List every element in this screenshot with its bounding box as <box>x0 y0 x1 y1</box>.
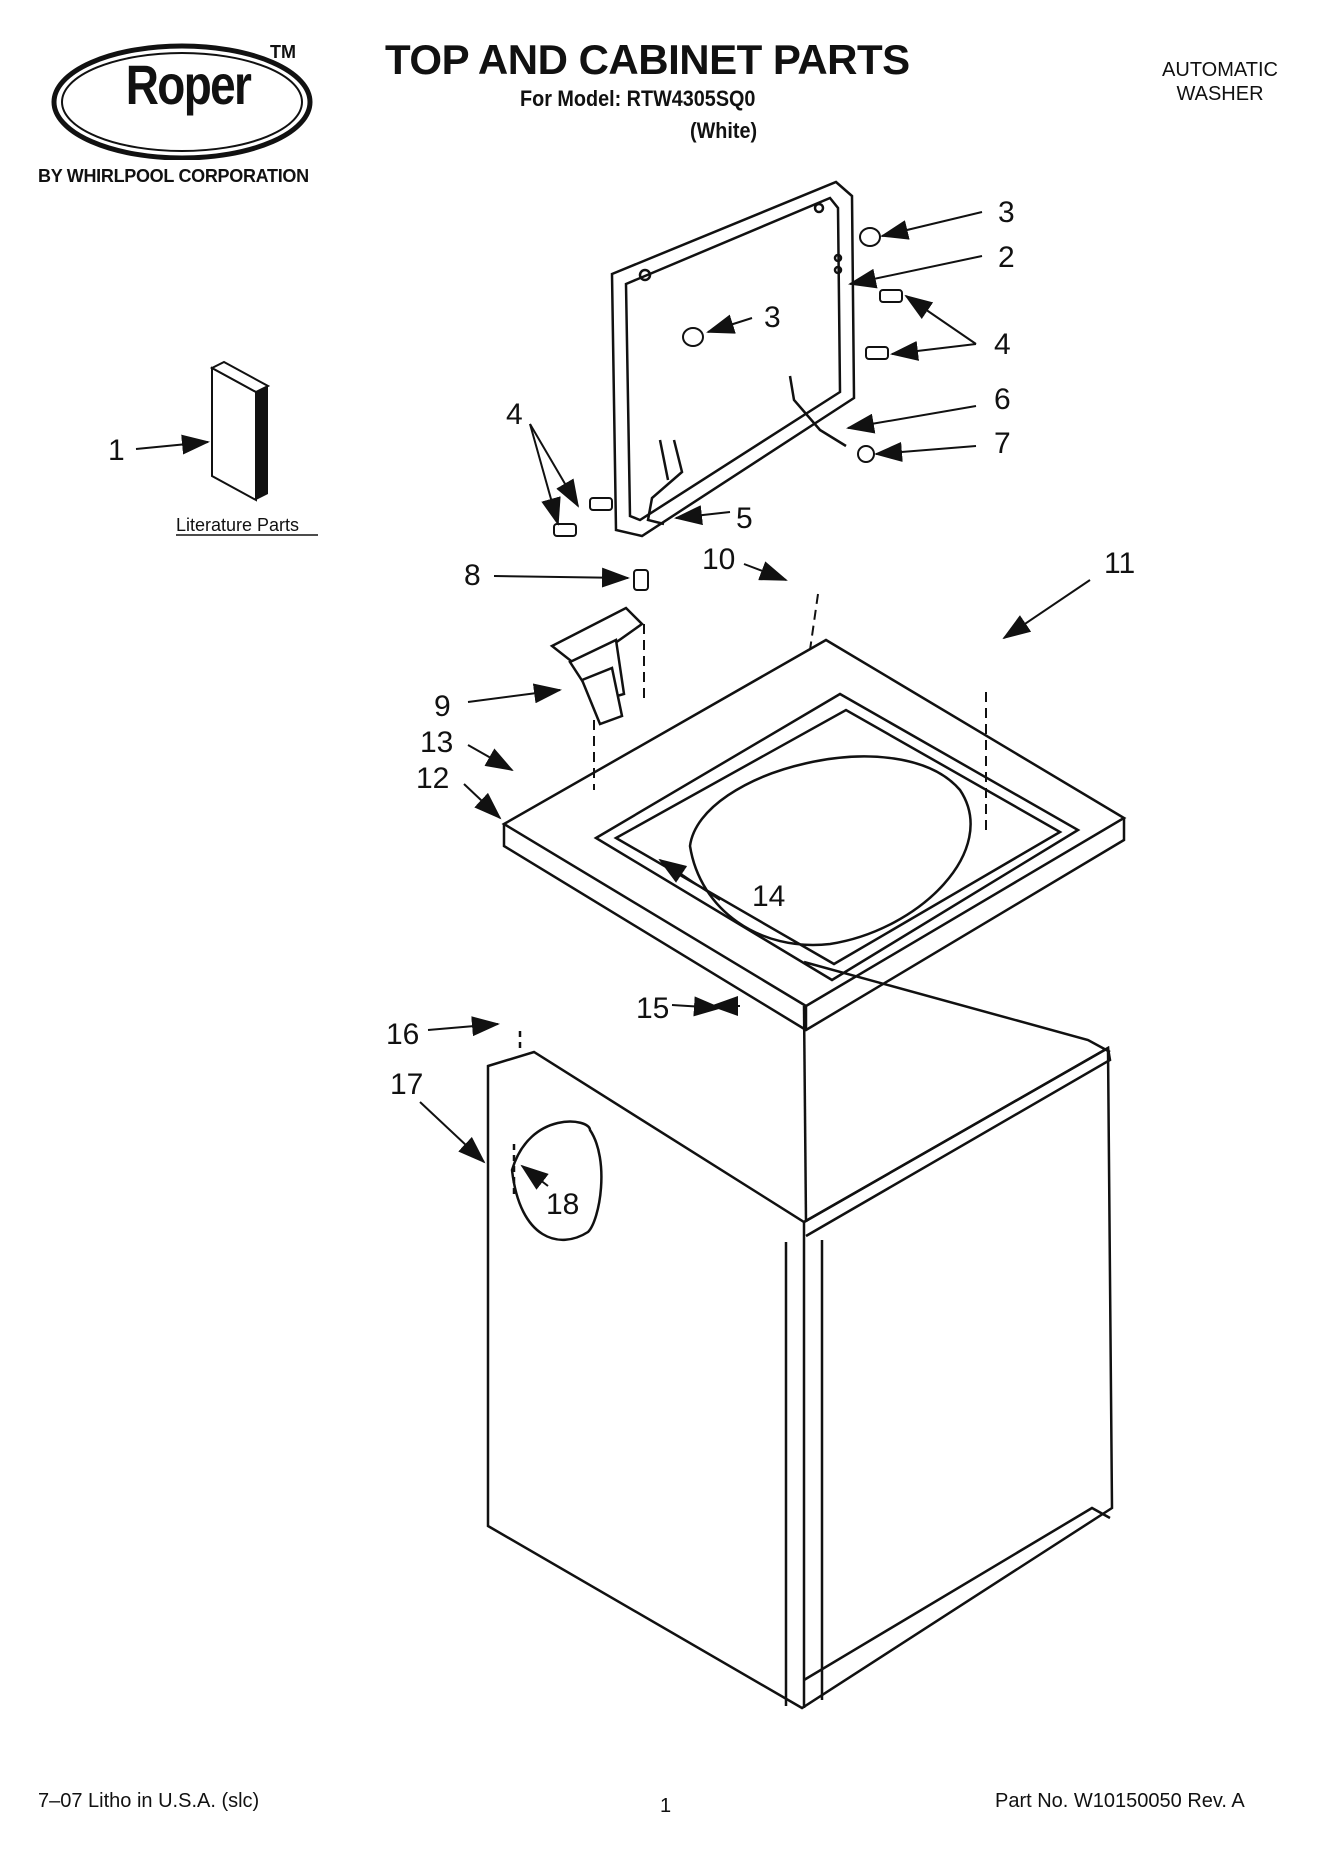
callout-6: 6 <box>994 383 1011 416</box>
callout-2: 2 <box>998 241 1015 274</box>
corporation-line: BY WHIRLPOOL CORPORATION <box>38 166 309 186</box>
callout-7: 7 <box>994 427 1011 460</box>
cabinet <box>486 960 1114 1710</box>
top-panel <box>501 638 1127 1032</box>
page-title: TOP AND CABINET PARTS <box>385 36 910 83</box>
assembly-guides <box>593 593 987 832</box>
callout-16: 16 <box>386 1018 419 1051</box>
color-line: (White) <box>690 118 758 143</box>
callout-11: 11 <box>1104 547 1135 580</box>
hinge-rods <box>646 375 847 526</box>
callout-12: 12 <box>416 762 449 795</box>
callout-4a: 4 <box>994 328 1011 361</box>
brand-wordmark: Roper <box>125 53 252 116</box>
lid-frame <box>610 180 856 538</box>
callout-14: 14 <box>752 880 785 913</box>
callout-17: 17 <box>390 1068 423 1101</box>
callout-5: 5 <box>736 502 753 535</box>
brand-logo: Roper TM <box>30 30 370 190</box>
callout-3b: 3 <box>764 301 781 334</box>
leader-lines <box>135 211 1091 1190</box>
model-line: For Model: RTW4305SQ0 <box>520 86 756 111</box>
product-type-line-1: AUTOMATIC <box>1162 59 1278 81</box>
callout-18: 18 <box>546 1188 579 1221</box>
literature-booklet <box>209 360 271 502</box>
lid-switch <box>549 606 644 726</box>
logo-ellipse <box>51 43 313 160</box>
product-type-line-2: WASHER <box>1176 83 1264 105</box>
callout-4b: 4 <box>506 398 523 431</box>
footer-litho: 7–07 Litho in U.S.A. (slc) <box>38 1790 260 1812</box>
callout-3a: 3 <box>998 196 1015 229</box>
callout-15: 15 <box>636 992 669 1025</box>
footer-page-number: 1 <box>660 1795 672 1817</box>
callout-1: 1 <box>108 434 125 467</box>
literature-parts-label: Literature Parts <box>176 515 299 535</box>
callout-8: 8 <box>464 559 481 592</box>
footer-part-number: Part No. W10150050 Rev. A <box>995 1790 1245 1812</box>
small-hardware <box>553 227 903 591</box>
product-type: AUTOMATIC WASHER <box>1130 58 1310 106</box>
callout-13: 13 <box>420 726 453 759</box>
callout-9: 9 <box>434 690 451 723</box>
callout-10: 10 <box>702 543 735 576</box>
trademark-mark: TM <box>270 42 296 62</box>
